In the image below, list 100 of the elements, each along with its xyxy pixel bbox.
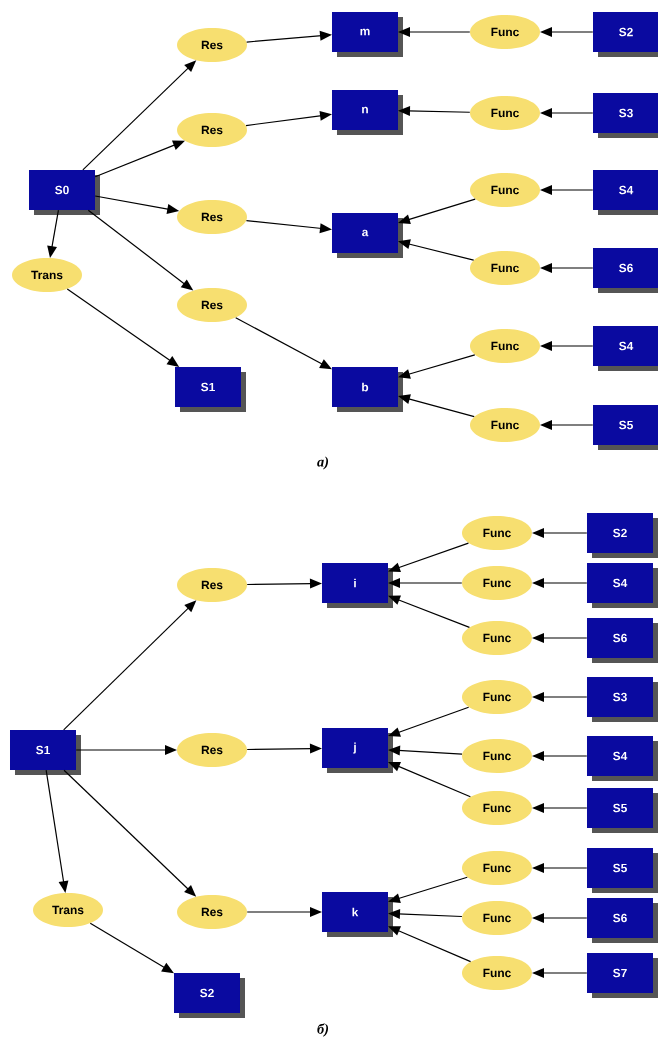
oval-node: Func bbox=[462, 739, 532, 773]
arrow bbox=[398, 106, 471, 116]
state-box: S4 bbox=[587, 563, 658, 608]
oval-node: Res bbox=[177, 895, 247, 929]
oval-node: Func bbox=[470, 173, 540, 207]
oval-node: Func bbox=[462, 621, 532, 655]
oval-node: Res bbox=[177, 288, 247, 322]
arrow bbox=[388, 706, 470, 737]
arrow bbox=[388, 595, 471, 628]
oval-node: Res bbox=[177, 568, 247, 602]
arrow bbox=[532, 751, 588, 761]
arrow bbox=[87, 209, 194, 291]
state-box: S1 bbox=[10, 730, 81, 775]
arrow bbox=[398, 394, 475, 418]
state-box: S3 bbox=[587, 677, 658, 722]
arrow bbox=[388, 542, 470, 573]
state-box: S6 bbox=[593, 248, 658, 293]
state-box: S3 bbox=[593, 93, 658, 138]
oval-node: Res bbox=[177, 733, 247, 767]
arrow bbox=[246, 30, 332, 43]
state-box: S2 bbox=[593, 12, 658, 57]
arrow bbox=[532, 913, 588, 923]
state-box: k bbox=[322, 892, 393, 937]
arrow bbox=[388, 745, 463, 756]
state-box: S4 bbox=[587, 736, 658, 781]
state-box: b bbox=[332, 367, 403, 412]
arrow bbox=[245, 110, 332, 127]
arrow bbox=[540, 420, 594, 430]
arrow bbox=[532, 578, 588, 588]
arrow bbox=[532, 863, 588, 873]
arrow bbox=[388, 578, 463, 588]
state-box: S0 bbox=[29, 170, 100, 215]
arrow bbox=[540, 263, 594, 273]
arrow bbox=[532, 633, 588, 643]
arrow bbox=[532, 692, 588, 702]
arrow bbox=[66, 288, 180, 367]
arrow bbox=[398, 198, 476, 225]
arrow bbox=[82, 60, 197, 171]
arrow bbox=[246, 578, 322, 589]
state-box: S6 bbox=[587, 618, 658, 663]
oval-node: Func bbox=[462, 516, 532, 550]
arrow bbox=[532, 968, 588, 978]
arrow bbox=[246, 743, 322, 754]
oval-node: Trans bbox=[12, 258, 82, 292]
arrow bbox=[63, 600, 197, 731]
arrow bbox=[94, 195, 180, 214]
arrow bbox=[388, 908, 463, 919]
state-box: S4 bbox=[593, 326, 658, 371]
oval-node: Res bbox=[177, 200, 247, 234]
state-box: S4 bbox=[593, 170, 658, 215]
arrow bbox=[47, 209, 60, 259]
arrow bbox=[532, 803, 588, 813]
arrow bbox=[388, 761, 471, 798]
arrow bbox=[63, 769, 197, 897]
arrow bbox=[398, 354, 476, 379]
oval-node: Func bbox=[470, 251, 540, 285]
arrow bbox=[540, 341, 594, 351]
oval-node: Func bbox=[462, 956, 532, 990]
state-box: n bbox=[332, 90, 403, 135]
arrow bbox=[388, 876, 468, 903]
arrow bbox=[45, 769, 69, 893]
oval-node: Func bbox=[462, 791, 532, 825]
oval-node: Func bbox=[462, 566, 532, 600]
arrow bbox=[245, 220, 332, 234]
arrow bbox=[398, 27, 471, 37]
state-box: S2 bbox=[587, 513, 658, 558]
state-box: S5 bbox=[587, 788, 658, 833]
state-box: S2 bbox=[174, 973, 245, 1018]
state-box: S7 bbox=[587, 953, 658, 998]
arrow bbox=[75, 745, 177, 755]
state-box: S6 bbox=[587, 898, 658, 943]
arrow bbox=[398, 239, 475, 261]
oval-node: Res bbox=[177, 28, 247, 62]
arrow bbox=[388, 926, 472, 963]
arrow bbox=[540, 27, 594, 37]
state-box: S1 bbox=[175, 367, 246, 412]
state-box: a bbox=[332, 213, 403, 258]
arrow bbox=[540, 185, 594, 195]
oval-node: Trans bbox=[33, 893, 103, 927]
oval-node: Func bbox=[470, 329, 540, 363]
state-box: m bbox=[332, 12, 403, 57]
oval-node: Func bbox=[470, 15, 540, 49]
arrow bbox=[532, 528, 588, 538]
oval-node: Func bbox=[470, 96, 540, 130]
state-box: i bbox=[322, 563, 393, 608]
arrow bbox=[246, 907, 322, 917]
oval-node: Func bbox=[462, 901, 532, 935]
arrow bbox=[94, 140, 185, 178]
state-box: S5 bbox=[587, 848, 658, 893]
state-box: j bbox=[322, 728, 393, 773]
state-box: S5 bbox=[593, 405, 658, 450]
panel-label: а) bbox=[317, 456, 329, 470]
arrow bbox=[89, 922, 174, 974]
oval-node: Func bbox=[470, 408, 540, 442]
oval-node: Res bbox=[177, 113, 247, 147]
oval-node: Func bbox=[462, 851, 532, 885]
panel-label: б) bbox=[317, 1023, 329, 1037]
arrow bbox=[235, 317, 332, 370]
arrow bbox=[540, 108, 594, 118]
oval-node: Func bbox=[462, 680, 532, 714]
